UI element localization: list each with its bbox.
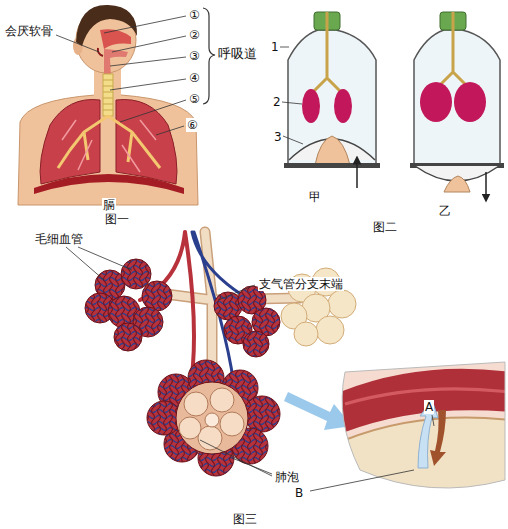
alveolus-cluster	[85, 259, 280, 357]
leader-line-part	[280, 47, 289, 48]
leader-line	[280, 47, 303, 144]
leader-line-part	[112, 36, 186, 52]
callout-number: ⑥	[186, 118, 199, 132]
callout-number: ②	[188, 28, 201, 42]
leader-line-part	[310, 470, 414, 491]
state-label: 甲	[308, 190, 322, 204]
bell-jar-model-b-part	[420, 82, 452, 122]
alveolus-cluster-part	[121, 259, 151, 289]
alveolus-cluster-part	[316, 316, 344, 344]
part-label: 支气管分支末端	[258, 277, 344, 291]
figure-caption: 图二	[372, 220, 398, 234]
alveolus-cluster-part	[328, 290, 356, 318]
callout-number: ③	[188, 49, 201, 63]
bell-jar-model-a-part	[313, 12, 341, 92]
alveolus-cluster-part	[184, 392, 208, 416]
callout-number: 3	[273, 130, 283, 144]
human-figure-part	[34, 174, 184, 194]
leader-line-part	[283, 136, 303, 144]
alveolus-cluster-part	[176, 382, 248, 454]
leader-line-part	[110, 57, 186, 66]
alveolus-cluster	[147, 360, 280, 476]
human-figure-part	[103, 74, 113, 116]
bell-jar-model-a	[284, 12, 380, 188]
alveolus-cluster-part	[243, 331, 269, 357]
callout-number: ⑤	[188, 92, 201, 106]
callout-number: ①	[188, 8, 201, 22]
part-label: 膈	[102, 198, 116, 212]
leader-line-part	[66, 247, 104, 280]
alveolus-cluster-part	[210, 388, 234, 412]
bell-jar-model-b	[410, 12, 504, 198]
leader-line	[56, 16, 186, 135]
part-label: 毛细血管	[34, 232, 84, 246]
point-label: A	[424, 400, 434, 414]
callout-number: ④	[188, 71, 201, 85]
leader-line-part	[432, 415, 434, 426]
alveolus-cluster-part	[179, 417, 201, 439]
bell-jar-model-b-part	[444, 176, 470, 192]
alveolus-cluster-part	[244, 396, 280, 432]
leader-line-part	[110, 79, 186, 90]
leader-line-part	[104, 16, 186, 33]
bell-jar-model-a-part	[356, 160, 358, 188]
human-figure-part	[116, 100, 177, 184]
bronchiole-tube-part	[150, 232, 300, 385]
bell-jar-model-a-part	[288, 30, 376, 165]
bracket	[203, 8, 215, 104]
bell-jar-model-a-part	[315, 136, 350, 165]
leader-line-part	[120, 100, 186, 122]
leader-line-part	[56, 35, 99, 52]
callout-number: 1	[270, 40, 280, 54]
bronchiole-tube-part	[150, 232, 300, 385]
leader-line-part	[78, 247, 132, 270]
leader-line	[66, 247, 434, 491]
bell-jar-model-b-part	[439, 12, 467, 86]
point-label: B	[294, 486, 304, 500]
magnified-view-part	[335, 355, 508, 505]
figure-caption: 图三	[232, 512, 258, 526]
bell-jar-model-a-part	[334, 89, 352, 123]
alveolus-cluster-part	[142, 281, 172, 311]
group-label: 呼吸道	[217, 46, 258, 62]
label: 会厌软骨	[4, 24, 54, 38]
inset-border	[342, 362, 505, 488]
alveolus-cluster-part	[294, 322, 318, 346]
human-figure-part	[103, 80, 113, 110]
callout-number: 2	[272, 95, 282, 109]
bronchiole-tube	[140, 232, 300, 395]
leader-line-part	[282, 102, 302, 104]
magnified-view	[335, 355, 508, 505]
human-figure-part	[62, 120, 156, 172]
state-label: 乙	[438, 204, 452, 218]
part-label: 肺泡	[274, 470, 300, 484]
leader-line-part	[200, 440, 272, 476]
bell-jar-model-a-part	[302, 89, 320, 123]
alveolus-cluster-part	[220, 412, 244, 436]
alveolus-cluster-part	[198, 426, 222, 450]
alveolus-cluster-part	[205, 413, 219, 427]
bell-jar-model-b-part	[485, 172, 487, 198]
leader-line-part	[218, 285, 255, 300]
human-figure-part	[100, 29, 131, 49]
alveolus-cluster-part	[114, 323, 142, 351]
bell-jar-model-b-part	[414, 30, 500, 165]
bell-jar-model-b-part	[454, 82, 486, 122]
bell-jar-model-a-part	[284, 163, 380, 168]
magnified-view-part	[430, 410, 446, 466]
figure-caption: 图一	[104, 212, 130, 226]
leader-line-part	[156, 126, 184, 135]
